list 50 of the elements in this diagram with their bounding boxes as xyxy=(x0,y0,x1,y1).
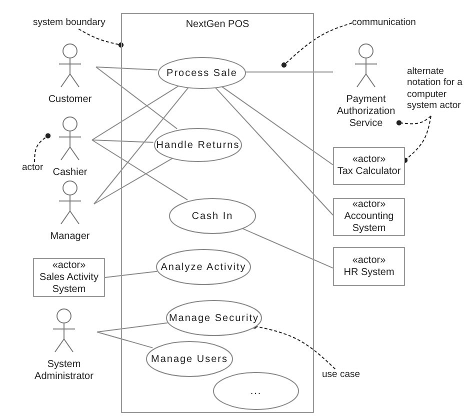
system-boundary xyxy=(121,13,314,413)
stereotype-label: «actor» xyxy=(352,254,386,266)
association-line xyxy=(240,228,334,269)
leader-line xyxy=(281,22,352,68)
association-line xyxy=(104,270,158,278)
association-line xyxy=(244,71,334,72)
use-case-ellipse: Manage Security xyxy=(166,300,262,336)
actor-box xyxy=(333,147,405,185)
association-line xyxy=(214,86,334,216)
use-case-ellipse: Manage Users xyxy=(146,341,233,377)
leader-line xyxy=(252,323,336,370)
annotation-text: use case xyxy=(322,369,366,381)
leader-line xyxy=(396,116,432,126)
stereotype-label: «actor» xyxy=(352,199,386,211)
actor-box xyxy=(333,247,405,286)
association-line xyxy=(220,86,334,166)
annotation-text: system boundary xyxy=(33,17,109,29)
association-line xyxy=(96,332,154,348)
association-line xyxy=(92,140,188,200)
actor-name: Customer xyxy=(48,94,92,106)
actor-name: Accounting System xyxy=(343,211,395,235)
use-case-ellipse: Cash In xyxy=(169,198,256,234)
leader-line xyxy=(34,133,51,162)
association-line xyxy=(94,86,190,204)
actor-name: System Administrator xyxy=(34,359,94,383)
association-line xyxy=(92,140,154,143)
annotation-text: communication xyxy=(352,17,420,29)
actor-name: HR System xyxy=(344,266,394,278)
association-line xyxy=(92,85,180,140)
actor-name: Tax Calculator xyxy=(337,166,401,178)
use-case-ellipse: Analyze Activity xyxy=(156,249,251,285)
actor-name: Sales Activity System xyxy=(38,272,100,296)
association-line xyxy=(96,322,168,332)
association-line xyxy=(94,158,174,204)
use-case-ellipse: ... xyxy=(213,372,299,410)
boundary-title: NextGen POS xyxy=(184,19,250,30)
stereotype-label: «actor» xyxy=(352,154,386,166)
stereotype-label: «actor» xyxy=(52,260,86,272)
actor-box xyxy=(33,258,105,297)
use-case-ellipse: Process Sale xyxy=(158,57,246,89)
actor-name: Cashier xyxy=(52,167,88,179)
association-line xyxy=(96,66,158,70)
actor-name: Payment Authorization Service xyxy=(336,94,396,130)
actor-name: Manager xyxy=(50,231,90,243)
annotation-text: alternate notation for a computer system actor xyxy=(407,66,470,116)
actor-box xyxy=(333,198,405,236)
association-line xyxy=(96,66,178,130)
annotation-text: actor xyxy=(22,162,47,174)
leader-line xyxy=(78,28,124,48)
use-case-ellipse: Handle Returns xyxy=(154,128,242,162)
